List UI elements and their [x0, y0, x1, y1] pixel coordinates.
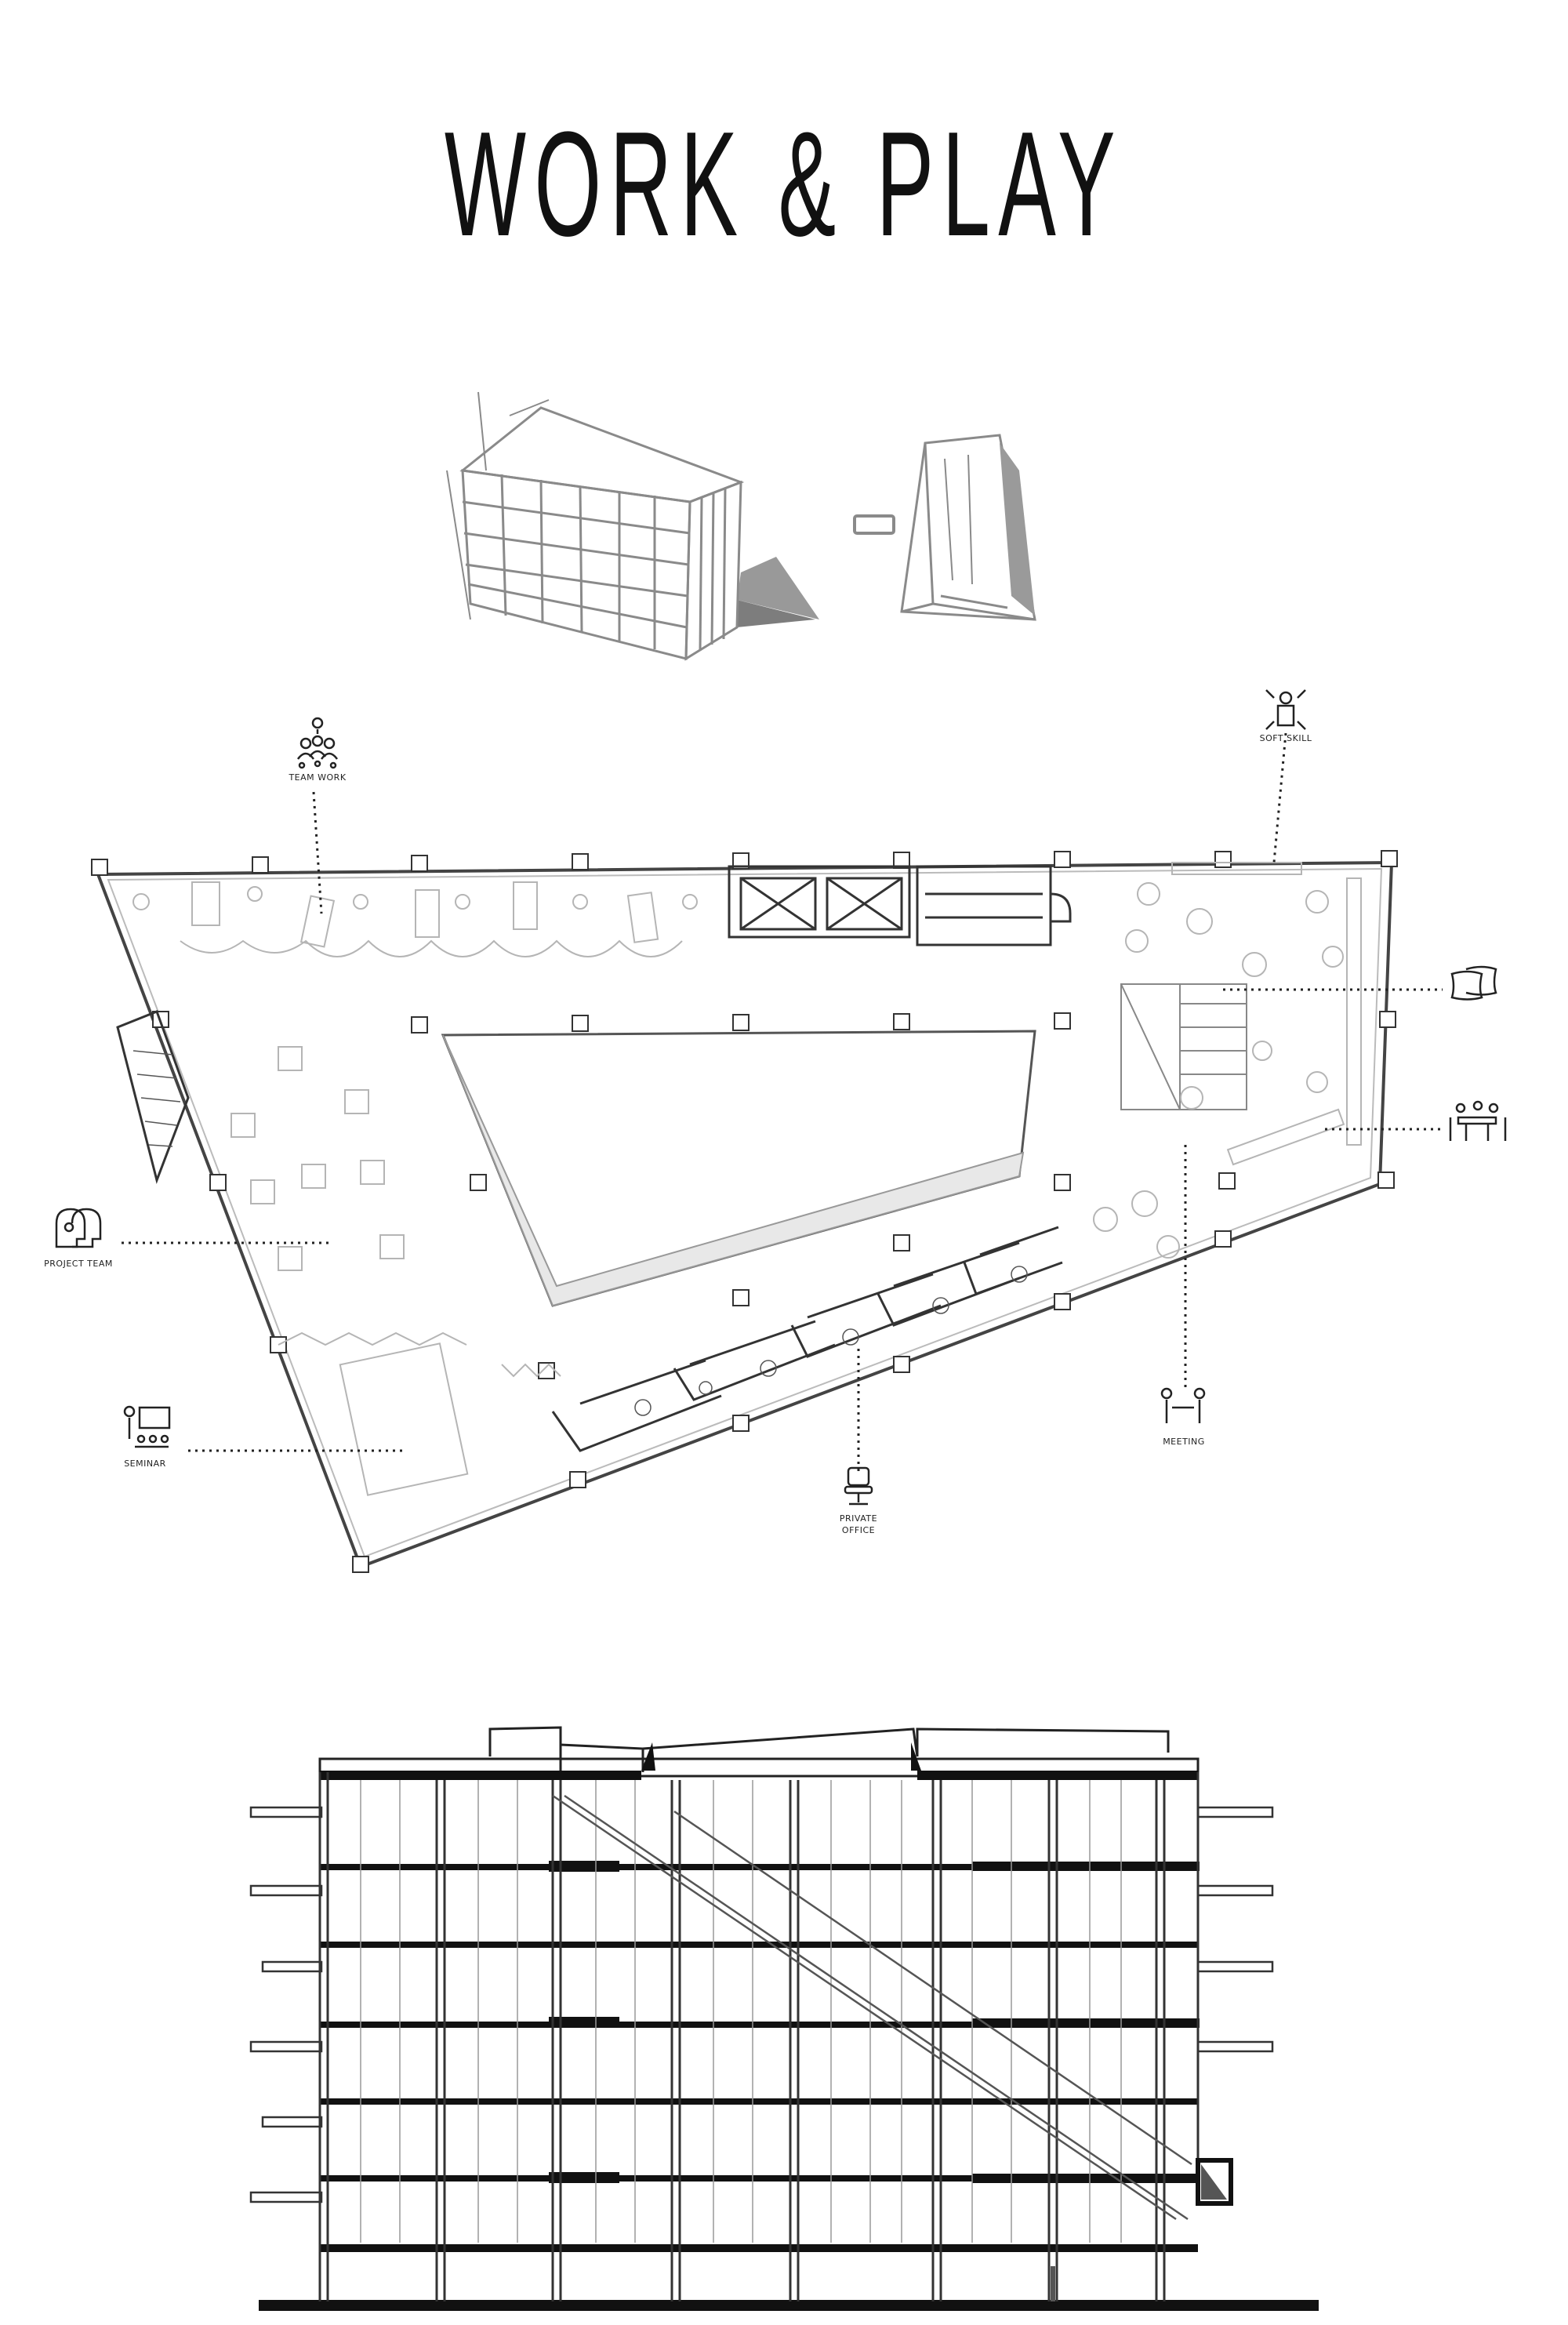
page-title: WORK & PLAY [444, 101, 1124, 267]
concept-sketch-wedge [900, 434, 1036, 621]
label-private-office-1: PRIVATE [839, 1513, 878, 1524]
label-private-office-2: OFFICE [841, 1525, 876, 1535]
label-seminar: SEMINAR [124, 1459, 166, 1469]
sketch-shadow [737, 600, 815, 627]
ground-line [259, 2300, 1319, 2311]
atrium-void [441, 1030, 1036, 1307]
leader-team-work [312, 791, 323, 914]
label-soft-skill: SOFT SKILL [1259, 733, 1312, 743]
plan-outer-wall [96, 860, 1394, 1569]
label-team-work: TEAM WORK [289, 772, 347, 783]
plan-core [728, 865, 1072, 946]
seminar-icon [123, 1405, 171, 1448]
label-project-team: PROJECT TEAM [44, 1259, 113, 1269]
plan-columns [91, 850, 1398, 1573]
concept-sketch-minus-sign [853, 514, 895, 535]
concept-sketch-building [446, 391, 819, 661]
soft-skill-icon [1265, 689, 1306, 730]
group-table-icon [1449, 1100, 1507, 1141]
floor-plan [91, 850, 1398, 1573]
team-work-icon [296, 717, 339, 769]
plan-furniture [132, 862, 1362, 1496]
plan-right-stair [1120, 983, 1247, 1110]
leader-soft-skill [1272, 732, 1287, 863]
label-meeting: MEETING [1163, 1437, 1205, 1447]
project-team-icon [55, 1208, 102, 1248]
private-offices [551, 1226, 1063, 1452]
meeting-icon [1160, 1387, 1206, 1423]
building-section [249, 1726, 1319, 2311]
office-chair-icon [844, 1466, 873, 1506]
plan-left-stair [116, 1010, 190, 1184]
pillows-icon [1450, 965, 1497, 1001]
leader-lines [122, 732, 1443, 1474]
